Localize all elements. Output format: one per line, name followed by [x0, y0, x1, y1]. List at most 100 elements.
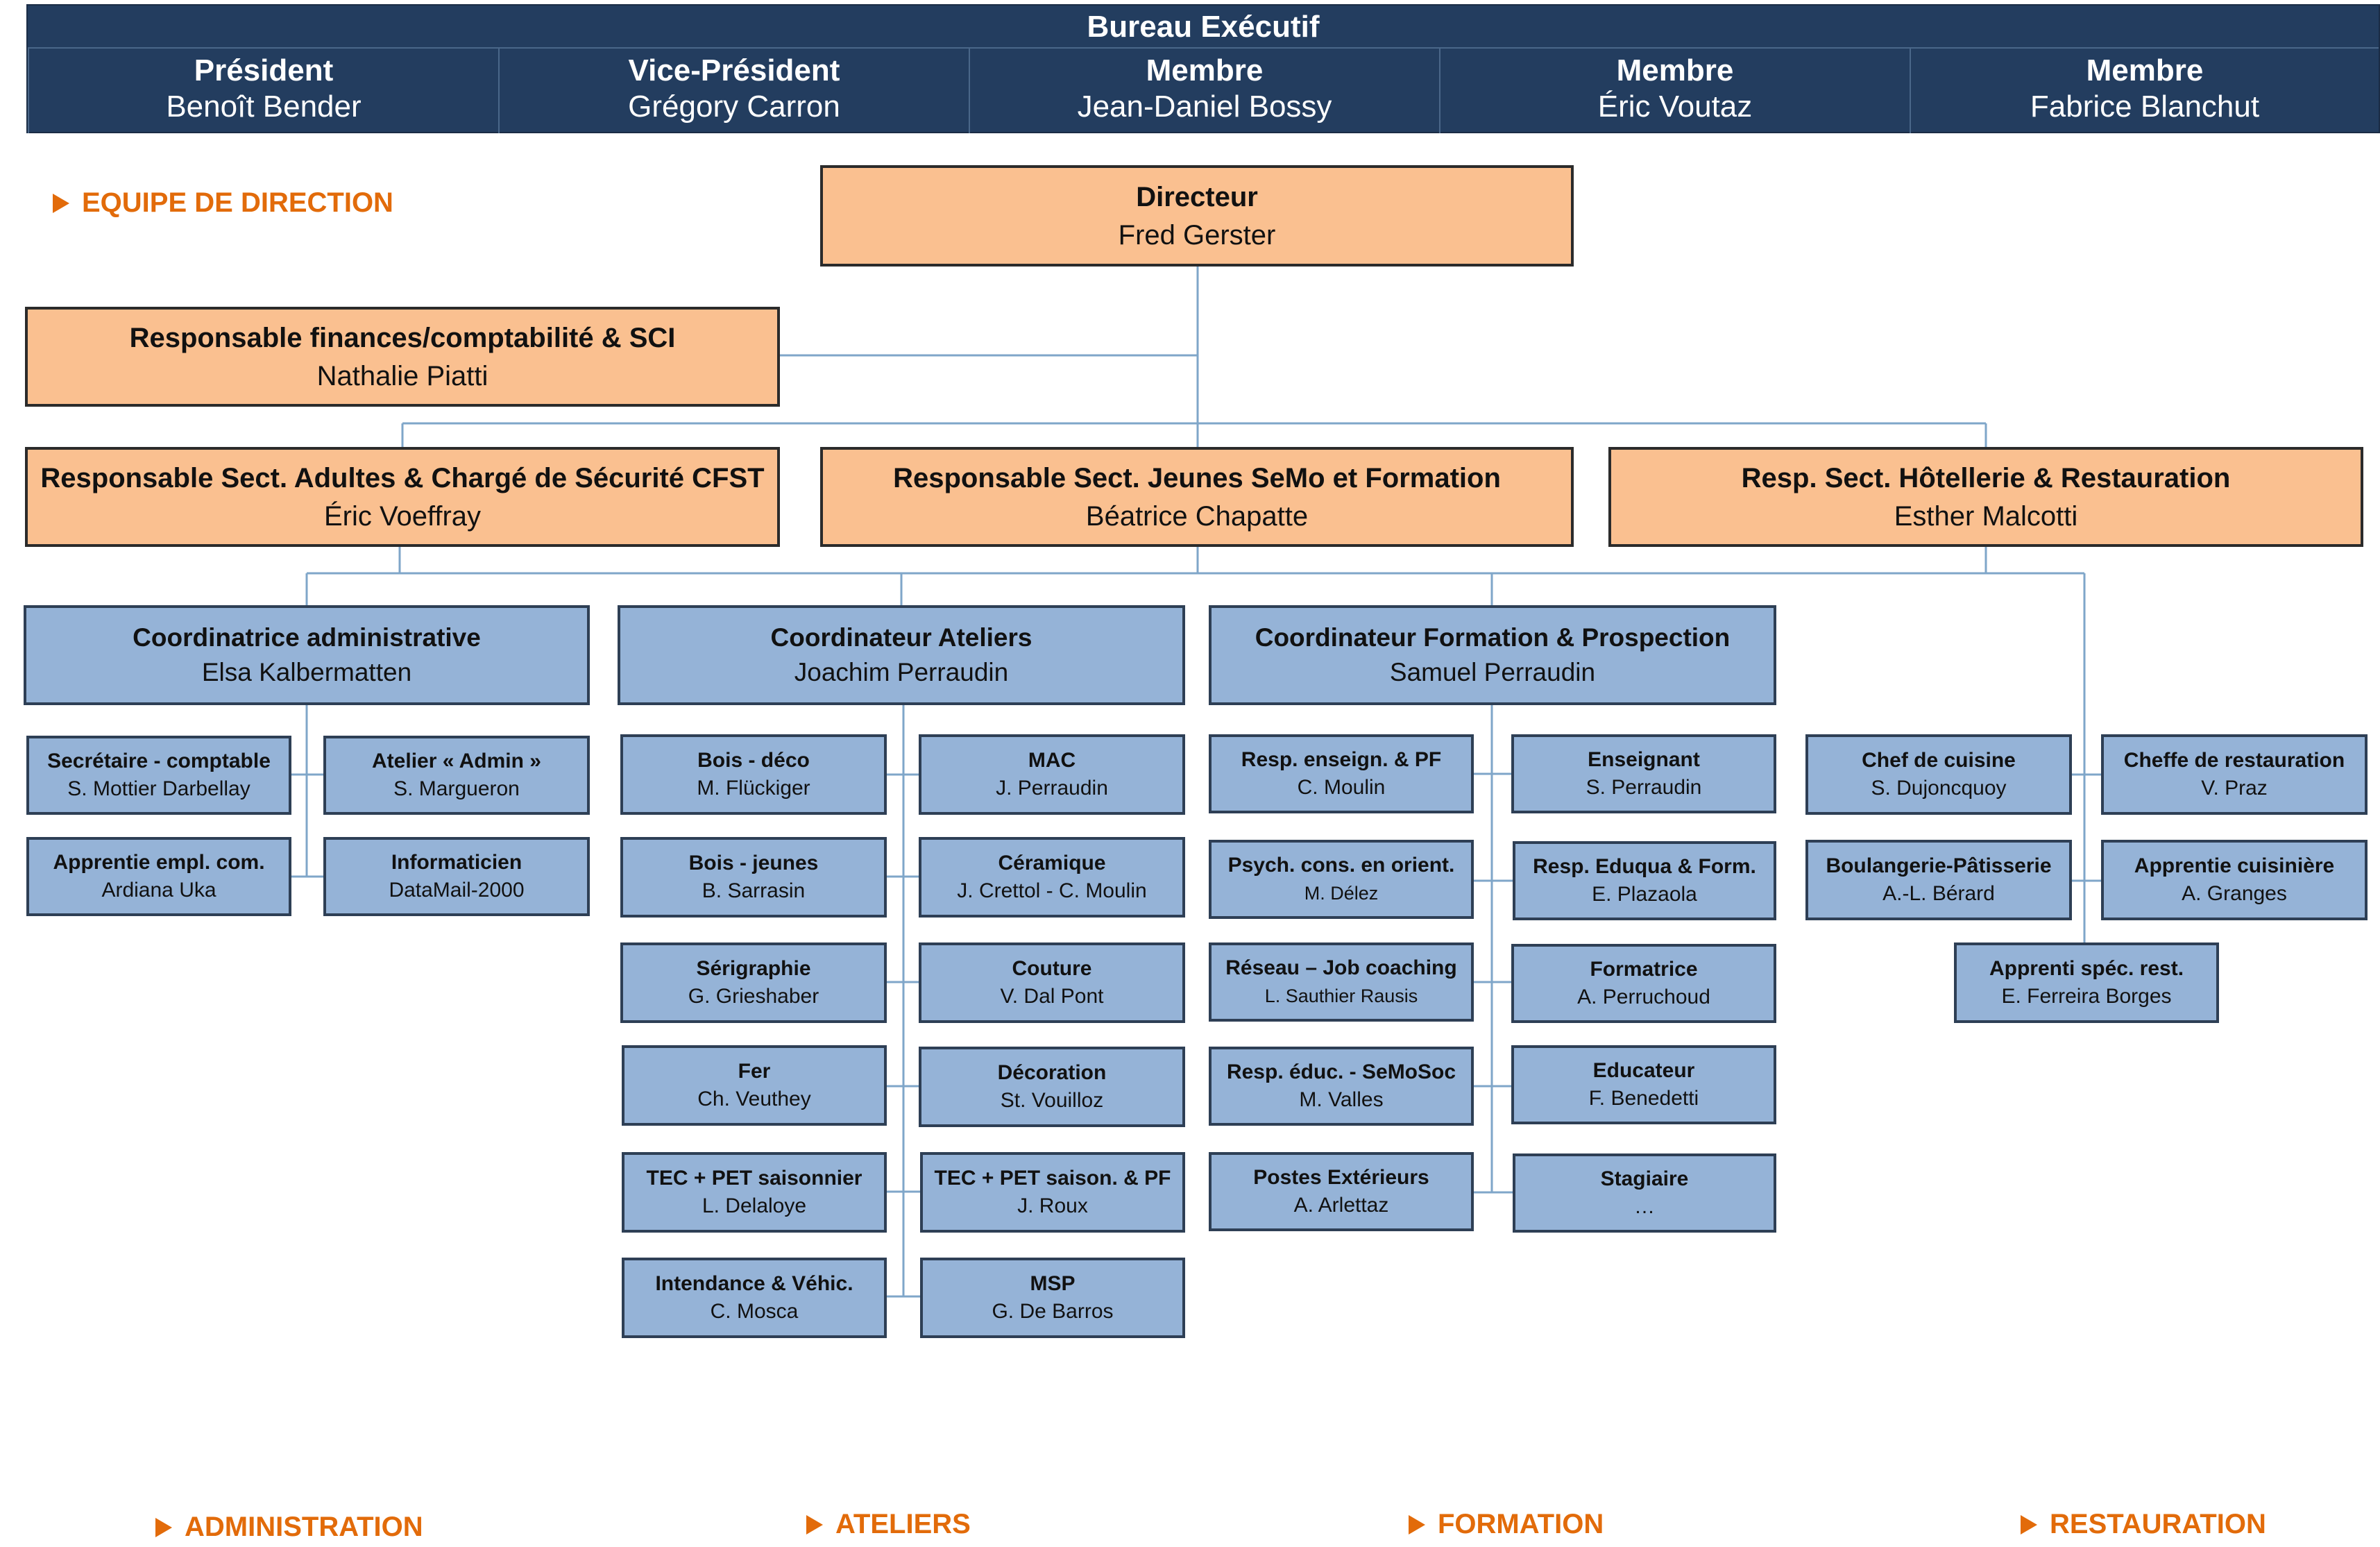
arrow-right-icon	[806, 1514, 823, 1535]
box-name: V. Praz	[2201, 777, 2268, 800]
box-title: Coordinatrice administrative	[133, 623, 481, 652]
box-name: B. Sarrasin	[702, 879, 806, 902]
bureau-member: Membre Fabrice Blanchut	[1910, 49, 2379, 133]
bureau-role: Président	[194, 53, 334, 87]
box-name: G. Grieshaber	[688, 985, 819, 1008]
box-title: Apprentie cuisinière	[2134, 854, 2335, 877]
formation-team-member: Formatrice A. Perruchoud	[1511, 944, 1776, 1023]
box-title: Décoration	[997, 1061, 1107, 1084]
formation-team-member: Postes Extérieurs A. Arlettaz	[1209, 1152, 1474, 1231]
box-name: J. Roux	[1017, 1194, 1088, 1217]
bureau-role: Membre	[1146, 53, 1264, 87]
formation-team-member: Enseignant S. Perraudin	[1511, 734, 1776, 813]
bureau-name: Benoît Bender	[166, 90, 362, 124]
bureau-member: Membre Éric Voutaz	[1439, 49, 1910, 133]
section-label-administration: ADMINISTRATION	[155, 1512, 423, 1543]
box-title: Secrétaire - comptable	[47, 750, 271, 772]
bureau-name: Grégory Carron	[628, 90, 840, 124]
box-title: Cheffe de restauration	[2123, 749, 2345, 772]
box-name: S. Dujoncquoy	[1871, 777, 2007, 800]
box-name: L. Delaloye	[702, 1194, 807, 1217]
adultes-box: Responsable Sect. Adultes & Chargé de Sé…	[25, 447, 780, 547]
box-name: …	[1634, 1195, 1655, 1218]
section-label-restauration: RESTAURATION	[2021, 1509, 2266, 1540]
box-title: Responsable finances/comptabilité & SCI	[129, 323, 676, 353]
box-name: Fred Gerster	[1118, 220, 1276, 251]
ateliers-team-member: Céramique J. Crettol - C. Moulin	[919, 837, 1185, 918]
formation-team-member: Réseau – Job coaching L. Sauthier Rausis	[1209, 942, 1474, 1022]
restauration-team-member: Cheffe de restauration V. Praz	[2101, 734, 2368, 815]
box-name: E. Ferreira Borges	[2001, 985, 2172, 1008]
box-name: Ardiana Uka	[101, 879, 216, 902]
box-name: DataMail-2000	[389, 879, 525, 902]
box-title: Educateur	[1592, 1059, 1695, 1082]
box-title: Stagiaire	[1600, 1167, 1689, 1190]
bureau-role: Membre	[1616, 53, 1734, 87]
box-name: A. Granges	[2182, 882, 2287, 905]
box-title: Sérigraphie	[696, 957, 811, 980]
box-title: Psych. cons. en orient.	[1227, 854, 1455, 877]
section-label-text: ADMINISTRATION	[185, 1512, 423, 1542]
formation-team-member: Psych. cons. en orient. M. Délez	[1209, 840, 1474, 919]
formation-team-member: Stagiaire …	[1513, 1153, 1776, 1233]
box-title: Fer	[738, 1060, 771, 1083]
arrow-right-icon	[1409, 1514, 1425, 1535]
finances-box: Responsable finances/comptabilité & SCI …	[25, 307, 780, 407]
box-title: Enseignant	[1588, 748, 1700, 771]
coord-ateliers-box: Coordinateur Ateliers Joachim Perraudin	[618, 605, 1185, 705]
section-label-text: FORMATION	[1438, 1509, 1604, 1539]
box-name: C. Mosca	[710, 1300, 799, 1323]
box-name: M. Délez	[1304, 883, 1379, 904]
box-name: S. Margueron	[393, 777, 520, 800]
coord-formation-box: Coordinateur Formation & Prospection Sam…	[1209, 605, 1776, 705]
section-label-text: ATELIERS	[835, 1509, 971, 1539]
ateliers-team-member: TEC + PET saison. & PF J. Roux	[920, 1152, 1185, 1233]
box-name: F. Benedetti	[1588, 1087, 1699, 1110]
box-title: Apprenti spéc. rest.	[1989, 957, 2184, 980]
box-name: Éric Voeffray	[323, 501, 482, 532]
arrow-right-icon	[53, 193, 69, 213]
box-name: Elsa Kalbermatten	[201, 658, 412, 686]
box-name: E. Plazaola	[1592, 883, 1697, 906]
section-label-text: RESTAURATION	[2050, 1509, 2266, 1539]
bureau-name: Fabrice Blanchut	[2030, 90, 2260, 124]
box-title: Resp. Sect. Hôtellerie & Restauration	[1741, 463, 2231, 493]
box-name: J. Perraudin	[996, 777, 1108, 800]
box-title: Coordinateur Formation & Prospection	[1255, 623, 1731, 652]
box-title: Couture	[1012, 957, 1092, 980]
restauration-team-member: Boulangerie-Pâtisserie A.-L. Bérard	[1805, 840, 2072, 920]
directeur-box: Directeur Fred Gerster	[820, 165, 1574, 267]
admin-team-member: Atelier « Admin » S. Margueron	[323, 736, 590, 815]
box-title: Directeur	[1136, 182, 1258, 212]
bureau-role: Vice-Président	[628, 53, 840, 87]
admin-team-member: Apprentie empl. com. Ardiana Uka	[26, 837, 291, 916]
box-title: MAC	[1028, 749, 1076, 772]
ateliers-team-member: MAC J. Perraudin	[919, 734, 1185, 815]
arrow-right-icon	[155, 1517, 172, 1537]
section-label-direction: EQUIPE DE DIRECTION	[53, 187, 393, 219]
formation-team-member: Resp. enseign. & PF C. Moulin	[1209, 734, 1474, 813]
box-title: Céramique	[998, 852, 1106, 874]
bureau-role: Membre	[2086, 53, 2204, 87]
box-title: Intendance & Véhic.	[655, 1272, 853, 1295]
arrow-right-icon	[2021, 1514, 2037, 1535]
section-label-text: EQUIPE DE DIRECTION	[82, 187, 393, 218]
box-name: S. Mottier Darbellay	[67, 777, 250, 800]
box-name: St. Vouilloz	[1000, 1089, 1104, 1112]
box-title: Bois - déco	[697, 749, 810, 772]
box-title: Responsable Sect. Jeunes SeMo et Formati…	[893, 463, 1501, 493]
box-title: Apprentie empl. com.	[53, 851, 265, 874]
box-title: Atelier « Admin »	[372, 750, 541, 772]
box-title: TEC + PET saisonnier	[646, 1167, 862, 1190]
box-name: V. Dal Pont	[1000, 985, 1104, 1008]
box-title: Chef de cuisine	[1862, 749, 2016, 772]
box-title: Responsable Sect. Adultes & Chargé de Sé…	[40, 463, 765, 493]
box-name: A. Arlettaz	[1293, 1194, 1389, 1217]
box-name: G. De Barros	[992, 1300, 1114, 1323]
box-title: Informaticien	[391, 851, 522, 874]
box-title: Réseau – Job coaching	[1225, 956, 1457, 979]
ateliers-team-member: TEC + PET saisonnier L. Delaloye	[622, 1152, 887, 1233]
bureau-name: Jean-Daniel Bossy	[1077, 90, 1332, 124]
box-title: Formatrice	[1590, 958, 1698, 981]
box-name: A.-L. Bérard	[1882, 882, 1995, 905]
